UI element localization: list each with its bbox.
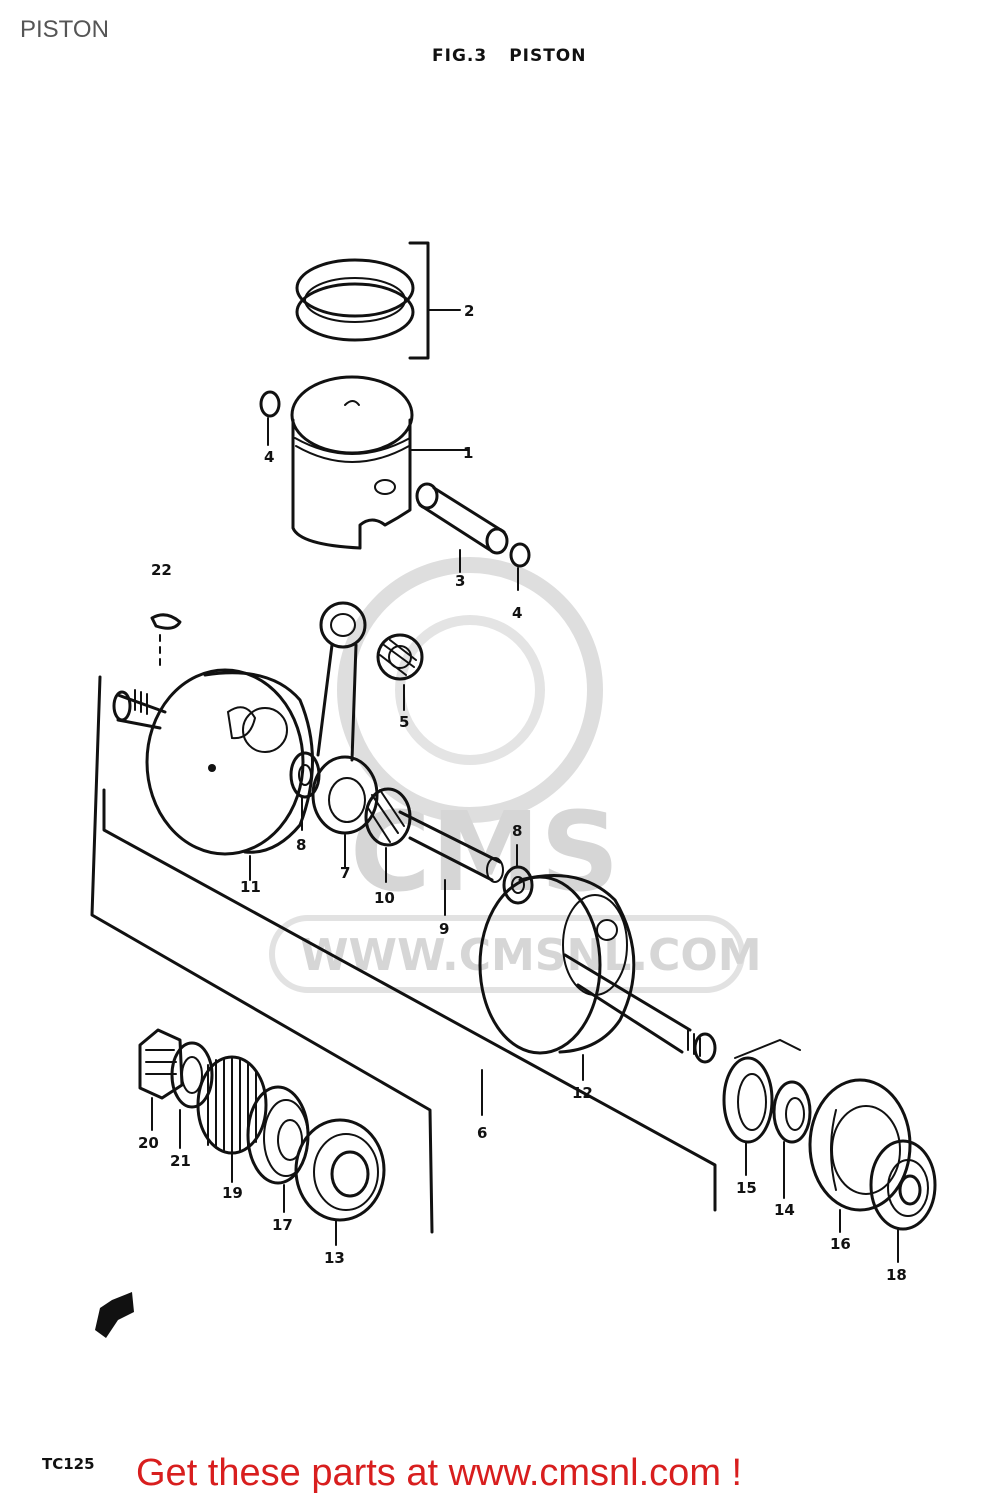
watermark-url-pill <box>269 915 745 993</box>
callout-12: 12 <box>572 1084 593 1102</box>
crankshaft-assembly-bracket <box>90 675 717 1234</box>
callout-9: 9 <box>439 920 449 938</box>
callout-3: 3 <box>455 572 465 590</box>
piston-pin-clips <box>259 390 531 591</box>
callout-18: 18 <box>886 1266 907 1284</box>
callout-22: 22 <box>151 561 172 579</box>
callout-4-left: 4 <box>264 448 274 466</box>
watermark-url: WWW.CMSNL.COM <box>300 930 762 981</box>
figure-label: FIG.3 <box>432 46 488 66</box>
callout-8-right: 8 <box>512 822 522 840</box>
front-direction-arrow-icon <box>95 1292 134 1338</box>
callout-2: 2 <box>464 302 474 320</box>
callout-10: 10 <box>374 889 395 907</box>
oil-seal-right <box>772 1080 812 1199</box>
callout-6: 6 <box>477 1124 487 1142</box>
callout-16: 16 <box>830 1235 851 1253</box>
callout-1: 1 <box>463 444 473 462</box>
crankshaft-left <box>112 668 314 881</box>
crank-bearing-left <box>294 1118 386 1246</box>
crank-nut <box>138 1028 184 1131</box>
piston <box>290 375 469 550</box>
crank-key <box>150 613 182 666</box>
figure-name: PISTON <box>509 46 587 66</box>
model-code: TC125 <box>42 1455 95 1473</box>
crank-shim <box>722 1038 801 1176</box>
crankshaft-right <box>478 874 717 1081</box>
callout-20: 20 <box>138 1134 159 1152</box>
washer <box>170 1041 214 1149</box>
callout-11: 11 <box>240 878 261 896</box>
callout-15: 15 <box>736 1179 757 1197</box>
piston-pin <box>415 482 509 573</box>
callout-5: 5 <box>399 713 409 731</box>
callout-19: 19 <box>222 1184 243 1202</box>
callout-7: 7 <box>340 864 350 882</box>
crank-pin <box>398 810 504 916</box>
primary-drive-gear <box>196 1055 268 1183</box>
get-parts-link[interactable]: Get these parts at www.cmsnl.com ! <box>136 1452 743 1494</box>
page-title: PISTON <box>20 16 109 43</box>
callout-labels: 1 2 3 4 4 22 5 8 7 10 9 11 8 12 6 20 21 … <box>138 302 907 1284</box>
crank-bearing-right <box>808 1078 912 1233</box>
watermark-logo-ring <box>337 557 603 823</box>
callout-4-right: 4 <box>512 604 522 622</box>
outer-seal-right <box>869 1139 937 1263</box>
piston-rings <box>295 241 461 360</box>
callout-14: 14 <box>774 1201 795 1219</box>
watermark-logo-face <box>395 615 545 765</box>
figure-title: FIG.3 PISTON <box>432 46 609 66</box>
callout-8-left: 8 <box>296 836 306 854</box>
callout-21: 21 <box>170 1152 191 1170</box>
small-end-bearing <box>376 633 424 711</box>
callout-17: 17 <box>272 1216 293 1234</box>
callout-13: 13 <box>324 1249 345 1267</box>
